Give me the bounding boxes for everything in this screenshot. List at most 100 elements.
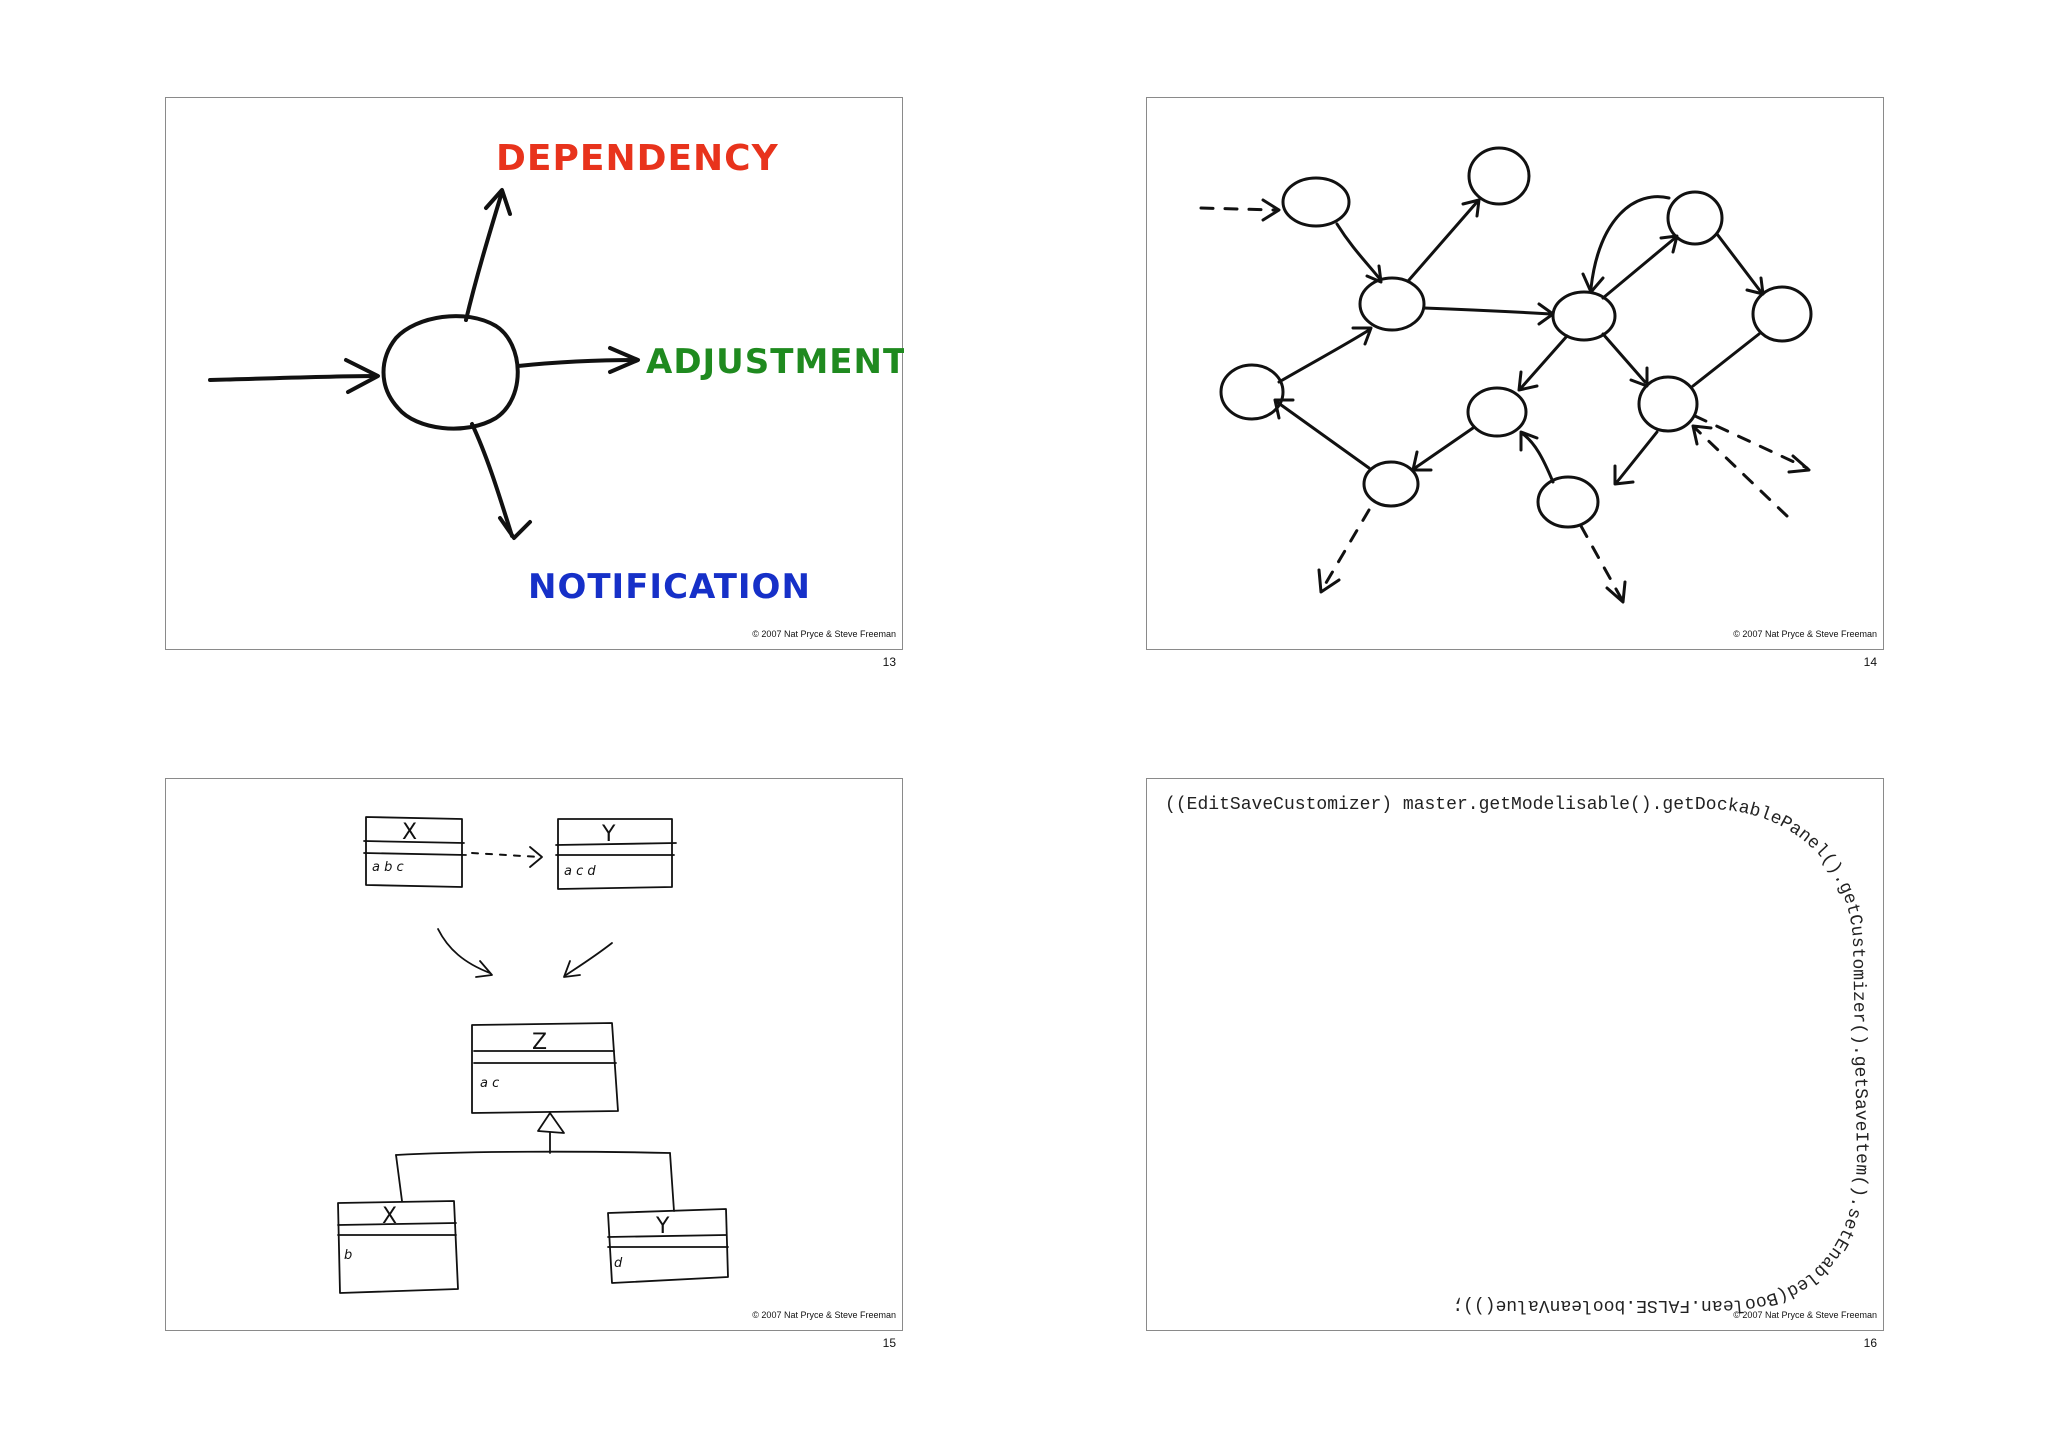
adjustment-arrowhead [608,346,640,374]
edge [1615,430,1659,484]
arrowhead [1365,264,1383,284]
node [1358,276,1426,332]
node [1751,285,1813,343]
edge [1715,232,1763,294]
node [1666,190,1724,246]
edge [1335,222,1381,280]
arrowhead [1659,234,1679,254]
arrowhead [1351,326,1373,346]
class-box-x-bottom [337,1200,459,1294]
node [1467,146,1531,206]
class-name-x-top: X [402,820,417,845]
class-name-y-top: Y [601,822,616,847]
arrowhead [1581,272,1605,294]
node [1219,363,1285,421]
arrowhead [1787,454,1811,474]
incoming-arrow [208,374,378,382]
interaction-diagram: DEPENDENCY ADJUSTMENT NOTIFICATION [208,138,904,607]
node [1362,460,1420,508]
object-network-diagram [1199,146,1813,604]
arrowhead [529,846,543,868]
page-number: 15 [882,1336,896,1350]
slide-14: © 2007 Nat Pryce & Steve Freeman 14 [1146,97,1884,669]
edge [1413,426,1475,470]
arrowhead [1613,464,1635,486]
arrowhead [1519,430,1539,452]
edge [1537,302,1555,326]
arrowhead [475,960,493,978]
object-circle [381,314,520,431]
arrowhead [1261,198,1281,222]
code-curve: ((EditSaveCustomizer) master.getModelisa… [1165,795,1871,1315]
class-attrs-y-top: a c d [564,864,596,879]
copyright: © 2007 Nat Pryce & Steve Freeman [1733,1310,1877,1320]
entry-dashed-arrow [1199,206,1277,212]
adjustment-arrow [516,358,638,368]
exit-dashed-arrow [1693,414,1809,470]
edge [1422,306,1553,316]
class-attrs-y-bottom: d [614,1256,623,1271]
slide-13: DEPENDENCY ADJUSTMENT NOTIFICATION © 200… [165,97,904,669]
exit-dashed-arrow [1579,524,1623,600]
edge [1407,200,1479,282]
class-attrs-x-bottom: b [344,1248,352,1263]
class-box-x-top [365,816,463,888]
merge-arrow-left [437,928,491,974]
dependency-dashed-arrow [471,852,541,858]
arrowhead [1273,398,1295,420]
adjustment-label: ADJUSTMENT [646,342,904,382]
exit-dashed-arrow [1321,508,1371,590]
node [1536,475,1600,529]
divider [555,842,677,846]
class-name-x-bottom: X [382,1204,397,1229]
connector [669,1152,675,1212]
node [1466,386,1528,438]
divider [363,840,465,844]
arrowhead [1745,276,1765,296]
edge [1601,332,1647,384]
connector [395,1150,671,1156]
arrowhead [1517,370,1539,392]
divider [363,852,467,856]
arrowhead [1411,450,1433,472]
copyright: © 2007 Nat Pryce & Steve Freeman [752,629,896,639]
arrowhead [1461,198,1481,218]
notification-arrowhead [498,516,532,540]
class-diagram: X a b c Y a c d Z a c X b [337,816,729,1294]
divider [607,1234,727,1238]
slide-15: X a b c Y a c d Z a c X b [165,778,903,1350]
notification-label: NOTIFICATION [528,567,811,607]
code-chain-path-text: ((EditSaveCustomizer) master.getModelisa… [1165,795,1871,1315]
class-name-y-bottom: Y [655,1214,670,1239]
notification-arrow [470,422,514,538]
divider [337,1222,457,1226]
dependency-label: DEPENDENCY [496,138,779,179]
class-box-y-bottom [607,1208,729,1284]
copyright: © 2007 Nat Pryce & Steve Freeman [1733,629,1877,639]
class-box-z [471,1022,619,1114]
slide-16: ((EditSaveCustomizer) master.getModelisa… [1146,778,1884,1350]
arrowhead [1629,366,1649,388]
edge [1519,334,1569,390]
copyright: © 2007 Nat Pryce & Steve Freeman [752,1310,896,1320]
merge-arrow-right [565,942,613,976]
edge [1521,432,1555,484]
edge [1601,236,1677,300]
edge [1589,195,1671,290]
incoming-dashed-arrow [1693,426,1789,518]
class-attrs-z: a c [480,1076,499,1091]
edge [1275,400,1371,470]
class-attrs-x-top: a b c [372,860,404,875]
page-number: 13 [882,655,896,669]
arrowhead [1691,424,1713,446]
dependency-arrow [464,190,504,322]
arrowhead [1317,568,1341,594]
arrowhead [1605,580,1627,604]
dependency-arrowhead [484,188,512,216]
node [1637,375,1699,433]
incoming-arrowhead [344,358,380,394]
inheritance-triangle [537,1112,565,1134]
connector [395,1154,403,1202]
page-number: 16 [1863,1336,1877,1350]
node [1281,176,1351,228]
